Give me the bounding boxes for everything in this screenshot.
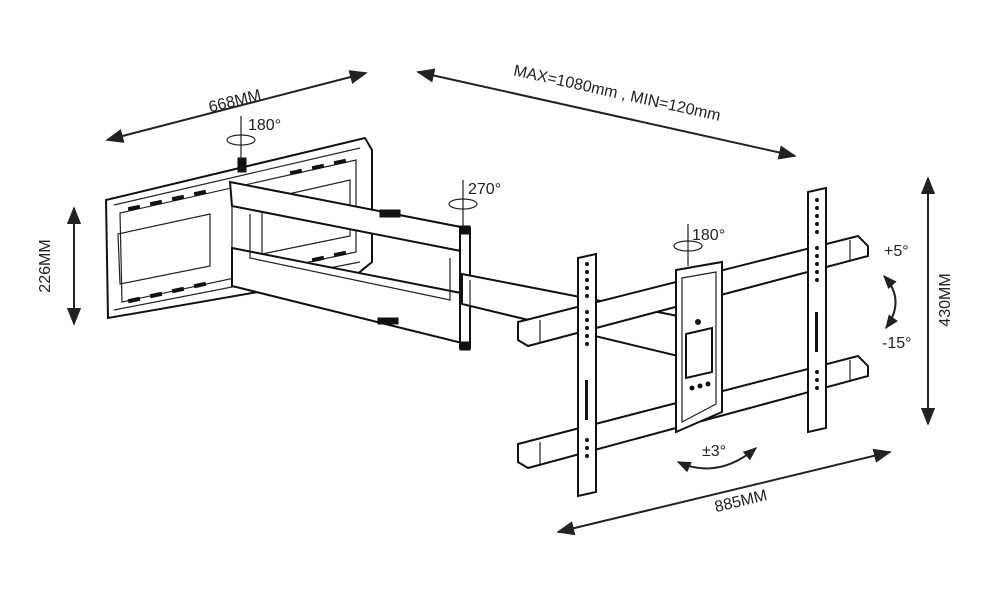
rotation-arm-swivel — [448, 180, 478, 226]
label-wall-height: 226MM — [37, 239, 54, 292]
rotation-head-swivel — [673, 224, 703, 266]
dimension-lines — [66, 68, 936, 536]
dim-bracket-width — [556, 448, 892, 536]
vesa-bracket — [517, 186, 869, 498]
dim-wall-width — [105, 70, 368, 143]
tilt-arrow — [883, 274, 898, 330]
label-tilt-up: +5° — [884, 243, 909, 260]
level-arrow — [676, 447, 758, 473]
label-level: ±3° — [702, 443, 726, 460]
label-arm-swivel: 270° — [468, 181, 501, 198]
rotation-wall-swivel — [226, 116, 256, 160]
dim-extension — [416, 68, 797, 160]
first-arm — [228, 180, 471, 351]
label-bracket-width: 885MM — [713, 487, 769, 516]
label-wall-width: 668MM — [207, 87, 263, 116]
label-head-swivel: 180° — [692, 227, 725, 244]
right-strap-holes — [815, 198, 819, 390]
label-bracket-height: 430MM — [937, 273, 954, 326]
label-tilt-down: -15° — [882, 335, 912, 352]
label-wall-swivel: 180° — [248, 117, 281, 134]
